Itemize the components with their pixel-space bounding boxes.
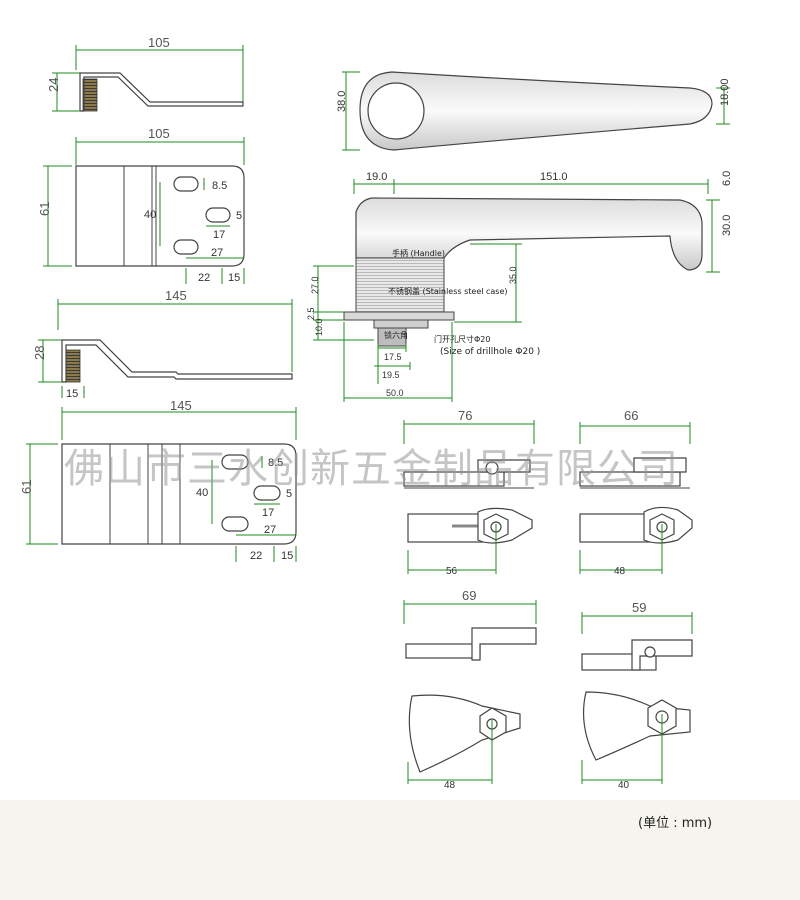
cam-3: 69 48 <box>403 588 537 791</box>
label-case: 不锈钢盖 (Stainless steel case) <box>388 286 508 296</box>
drawing-sheet: 105 24 105 61 8.5 40 5 17 27 <box>19 35 733 791</box>
dim-b1-front-len: 105 <box>148 126 170 141</box>
dim-handle-6: 6.0 <box>721 171 733 186</box>
dim-b2-slot-span: 40 <box>196 487 208 499</box>
dim-b2-slot-27: 27 <box>264 524 276 536</box>
dim-handle-19: 19.0 <box>366 171 387 183</box>
stainless-case <box>355 257 445 313</box>
dim-handle-27: 27.0 <box>310 276 320 294</box>
dim-b2-bot-15: 15 <box>281 550 293 562</box>
dim-cam1-bot: 56 <box>446 566 458 577</box>
slot-1 <box>173 176 199 192</box>
footer-band <box>0 800 800 900</box>
dim-b1-front-h: 61 <box>37 202 52 216</box>
slot-3 <box>221 516 249 532</box>
dim-cam2-bot: 48 <box>614 566 626 577</box>
dim-handle-top-tip: 18.00 <box>719 78 731 106</box>
bracket-1-front-view: 105 61 8.5 40 5 17 27 22 15 <box>37 126 245 284</box>
dim-cam3-bot: 48 <box>444 780 456 791</box>
dim-b2-front-len: 145 <box>170 398 192 413</box>
gasket-swatch <box>65 349 81 383</box>
dim-b1-top-len: 105 <box>148 35 170 50</box>
dim-b1-slot-17: 17 <box>213 229 225 241</box>
dim-handle-175: 17.5 <box>384 352 402 362</box>
dim-b2-slot-w: 5 <box>286 488 292 500</box>
dim-b2-slot-17: 17 <box>262 507 274 519</box>
dim-cam3-top: 69 <box>462 588 476 603</box>
label-shaft: 锁六角 <box>384 330 408 340</box>
slot-2 <box>253 485 281 501</box>
dim-handle-195: 19.5 <box>382 370 400 380</box>
label-drill-en: (Size of drillhole Φ20 ) <box>440 347 540 357</box>
dim-b1-slot-27: 27 <box>211 247 223 259</box>
handle-pivot-hole <box>367 82 425 140</box>
dim-cam2-top: 66 <box>624 408 638 423</box>
dim-handle-10: 10.0 <box>314 318 324 336</box>
company-watermark: 佛山市三水创新五金制品有限公司 <box>64 446 679 492</box>
bracket-2-front-view: 145 61 8.5 40 5 17 27 22 15 <box>19 398 297 562</box>
dim-handle-35: 35.0 <box>508 266 518 284</box>
dim-b2-top-15: 15 <box>66 388 78 400</box>
dim-handle-151: 151.0 <box>540 171 568 183</box>
slot-2 <box>205 207 231 223</box>
dim-handle-25: 2.5 <box>306 307 316 320</box>
dim-b2-front-h: 61 <box>19 480 34 494</box>
handle-side-view: 19.0 151.0 6.0 30.0 手柄 (Handle) 不锈钢盖 (St… <box>306 171 733 402</box>
technical-drawing: 105 24 105 61 8.5 40 5 17 27 <box>19 35 733 791</box>
slot-3 <box>173 239 199 255</box>
cam-4: 59 40 <box>581 600 693 791</box>
slot-1 <box>221 454 249 470</box>
cam-2: 66 48 <box>579 408 693 577</box>
dim-b1-bot-22: 22 <box>198 272 210 284</box>
dim-b1-top-h: 24 <box>46 78 61 92</box>
dim-handle-30: 30.0 <box>721 215 733 236</box>
handle-top-view: 38.0 18.00 <box>336 71 731 151</box>
dim-cam4-top: 59 <box>632 600 646 615</box>
dim-b2-top-len: 145 <box>165 288 187 303</box>
dim-b1-slot-gap: 8.5 <box>212 180 227 192</box>
bracket-2-top-view: 145 28 15 <box>32 288 293 400</box>
shaft <box>377 327 407 347</box>
dim-b2-bot-22: 22 <box>250 550 262 562</box>
dim-cam1-top: 76 <box>458 408 472 423</box>
dim-b2-slot-gap: 8.5 <box>268 457 283 469</box>
dim-handle-top-h: 38.0 <box>336 91 348 112</box>
label-handle: 手柄 (Handle) <box>392 248 445 258</box>
bracket-1-top-view: 105 24 <box>46 35 244 112</box>
dim-b2-top-h: 28 <box>32 346 47 360</box>
gasket-swatch <box>82 78 98 112</box>
unit-note: (单位 : mm) <box>638 816 713 831</box>
dim-cam4-bot: 40 <box>618 780 630 791</box>
dim-handle-50: 50.0 <box>386 388 404 398</box>
dim-b1-slot-span: 40 <box>144 209 156 221</box>
dim-b1-slot-w: 5 <box>236 210 242 222</box>
nut <box>373 319 429 329</box>
label-drill-cn: 门开孔尺寸Φ20 <box>434 334 490 344</box>
flange <box>343 311 455 321</box>
dim-b1-bot-15: 15 <box>228 272 240 284</box>
cam-1: 76 56 <box>403 408 535 577</box>
